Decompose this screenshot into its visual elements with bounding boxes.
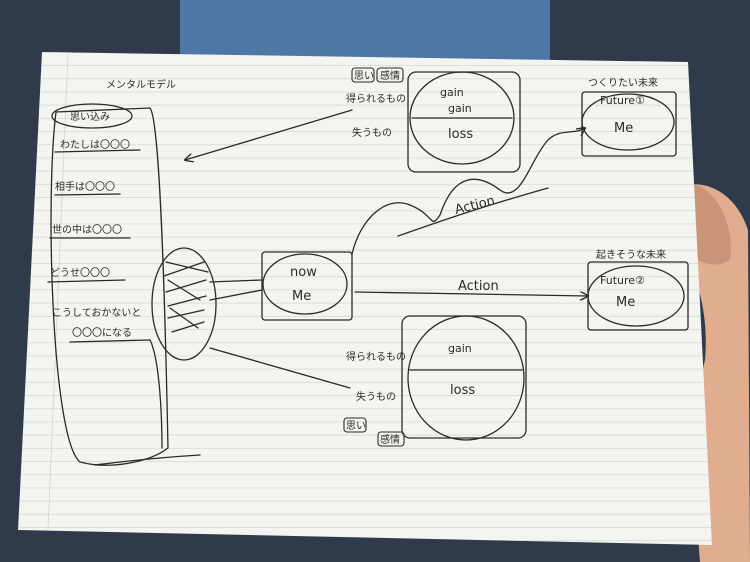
top-tag-2: 感情 <box>380 69 400 82</box>
top-word-1: gain <box>440 86 464 99</box>
tag-box <box>343 417 367 433</box>
top-tag-1: 思い <box>354 70 374 82</box>
left-list-item-4: どうせ〇〇〇 <box>50 267 110 279</box>
future1-line1: Future① <box>600 94 645 107</box>
left-list-title: 思い込み <box>70 111 110 123</box>
arrow <box>209 279 263 283</box>
future2-label: 起きそうな未来 <box>596 249 666 261</box>
left-list-item-3: 世の中は〇〇〇 <box>52 223 122 236</box>
top-word-2: gain <box>448 102 472 115</box>
future1-oval <box>581 93 675 151</box>
left-list-item-2: 相手は〇〇〇 <box>55 180 115 193</box>
underline <box>54 149 141 153</box>
action-mid-label: Action <box>458 279 499 294</box>
bottom-tag-1: 思い <box>346 420 366 432</box>
tag-box <box>351 67 375 83</box>
bracket-line <box>149 339 163 449</box>
future1-label: つくりたい未来 <box>588 77 658 89</box>
now-me-box <box>261 251 353 321</box>
left-list-frame <box>50 107 169 466</box>
tag-box <box>377 431 405 447</box>
bottom-gain-label: 得られるもの <box>346 351 406 363</box>
tag-box <box>376 67 404 83</box>
underline <box>47 279 126 283</box>
future2-line2: Me <box>616 295 635 310</box>
future2-line1: Future② <box>600 274 645 287</box>
bracket-line <box>94 454 201 466</box>
background-denim <box>180 0 550 60</box>
now-me-line1: now <box>290 265 317 280</box>
left-list-title-oval <box>51 103 133 129</box>
bottom-word-2: loss <box>450 383 475 398</box>
action-wave-underline <box>397 187 549 237</box>
bottom-word-1: gain <box>448 342 472 355</box>
action-arrow <box>354 292 588 296</box>
top-circle <box>409 71 515 165</box>
underline <box>69 339 151 343</box>
now-me-line2: Me <box>292 289 311 304</box>
crossed-oval <box>151 247 217 361</box>
underline <box>54 193 121 196</box>
future1-line2: Me <box>614 121 633 136</box>
bottom-circle <box>407 315 525 441</box>
left-list-item-1: わたしは〇〇〇 <box>60 139 130 151</box>
now-me-oval <box>262 253 348 315</box>
bottom-loss-label: 失うもの <box>356 390 396 403</box>
arrow <box>209 289 263 301</box>
top-gain-label: 得られるもの <box>346 93 406 105</box>
notebook-page <box>18 52 712 545</box>
left-list-header: メンタルモデル <box>106 78 176 91</box>
top-loss-label: 失うもの <box>352 126 392 139</box>
bottom-tag-2: 感情 <box>380 433 400 446</box>
arrow-to-top-circle <box>185 109 353 160</box>
arrow-to-bottom-label <box>209 347 351 389</box>
top-word-3: loss <box>448 127 473 142</box>
action-wave-path <box>351 128 585 255</box>
cross-hatch <box>163 261 209 333</box>
left-list-item-6: 〇〇〇になる <box>72 327 132 339</box>
hand <box>672 184 750 562</box>
left-list-item-5: こうしておかないと <box>52 307 141 319</box>
